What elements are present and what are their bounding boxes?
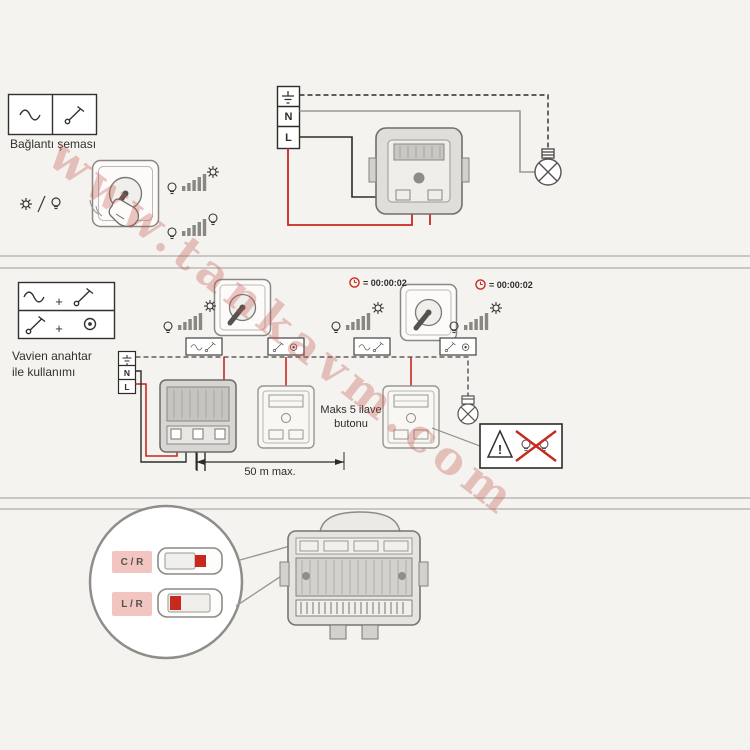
vavien-title-line1: Vavien anahtar [12,349,92,363]
bulb-icon [167,182,177,195]
sun-icon [206,165,220,179]
sun-icon [203,299,217,313]
dimming-scale-1 [163,299,217,334]
earth-icon [282,91,294,104]
red-cross-icon [515,430,557,462]
hand-icon [108,198,140,228]
dashed-bus-wire [135,356,469,396]
vavien-section-title: Vavien anahtar ile kullanımı [12,348,122,380]
max-distance-label: 50 m max. [244,466,296,478]
motion-arcs [89,199,103,217]
switch-with-hand-illustration [89,159,160,228]
aux-button-device-2 [382,385,440,449]
mains-terminal-block: N L [276,85,301,150]
red-feed-wire [135,383,178,457]
black-feed-wire [135,370,187,463]
timer-value: = 00:00:02 [363,277,407,288]
toggle-switch-illustration-2 [401,285,457,341]
earth-icon [122,355,132,365]
max-buttons-line2: butonu [334,418,368,431]
vavien-title-line2: ile kullanımı [12,365,76,380]
mini-symbol-boxes [185,337,477,356]
jumper-label-lr: L / R [112,592,152,616]
bulb-icon [163,321,173,334]
terminal-n-label: N [124,368,130,378]
lamp-symbol-icon [457,403,479,425]
jumper-slider-bottom [157,588,223,618]
clock-icon [349,277,360,288]
detail-magnifier-circle [88,504,311,660]
plus-sign: + [55,321,63,336]
lamp-sun-pair [19,195,61,213]
sun-icon [371,301,385,315]
dimming-scale-2 [331,301,385,334]
timer-indicator-1: = 00:00:02 [349,277,407,288]
vavien-legend-box: + + [17,281,116,340]
jumper-position-marker [195,555,206,567]
dimmer-mechanism-device [368,127,470,215]
divider-line [0,497,750,499]
sun-icon [19,197,33,211]
max-buttons-note: Maks 5 ilave butonu [314,403,388,432]
aux-button-device-1 [257,385,315,449]
clock-icon [475,279,486,290]
divider-line [0,255,750,257]
wiring-lines [287,94,549,226]
dimming-scale-3 [449,301,503,334]
jumper-slider-top [157,547,223,575]
mains-terminal-block-small: N L [117,350,137,395]
warning-leader-line [431,427,481,447]
warning-exclamation: ! [498,442,502,457]
max-buttons-line1: Maks 5 ilave [320,404,382,416]
terminal-l-label: L [285,132,292,144]
terminal-l-label: L [124,382,129,392]
timer-value: = 00:00:02 [489,279,533,290]
warning-box: ! [479,423,563,469]
timer-indicator-2: = 00:00:02 [475,279,533,290]
warning-triangle-icon [486,429,514,458]
bulb-icon [51,197,61,210]
mechanism-rear-view [279,511,429,640]
dimming-scale-bottom [167,213,218,240]
distance-dimension [195,452,345,470]
divider-line [0,267,750,269]
live-wire [299,136,376,198]
connection-section-title: Bağlantı şeması [10,137,97,151]
jumper-label-cr: C / R [112,551,152,573]
neutral-wire [299,110,535,173]
jumper-position-marker [170,596,181,610]
main-dimmer-device [159,379,237,453]
plus-sign: + [55,294,63,309]
terminal-n-label: N [285,111,293,123]
bus-wiring [135,356,469,471]
divider-line [0,508,750,510]
switched-wire-red [287,148,413,226]
load-lamp [457,395,479,425]
sun-icon [489,301,503,315]
bulb-icon [167,227,177,240]
toggle-switch-illustration-1 [215,280,271,336]
pendant-lamp [534,148,562,186]
bulb-icon [331,321,341,334]
dashed-wire [299,94,549,149]
slash-separator [37,195,46,213]
bulb-icon [208,213,218,226]
dimming-scale-top [167,165,220,195]
connection-legend-box [7,93,98,136]
